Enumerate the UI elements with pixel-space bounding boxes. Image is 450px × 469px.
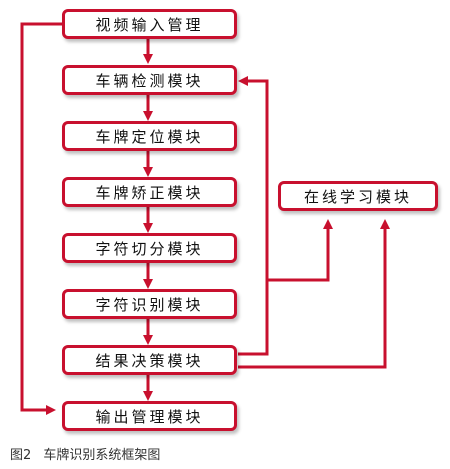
figure-caption: 图2 车牌识别系统框架图 bbox=[10, 444, 168, 463]
figure-number: 图2 bbox=[10, 448, 32, 463]
node-result-decide: 结果决策模块 bbox=[62, 345, 237, 375]
arrow-decide-feedback-to-detect bbox=[238, 76, 269, 356]
arrow-decide-to-online-learn-right bbox=[238, 219, 390, 369]
figure-title: 车牌识别系统框架图 bbox=[43, 448, 161, 463]
node-vehicle-detect: 车辆检测模块 bbox=[62, 65, 237, 95]
node-char-segment: 字符切分模块 bbox=[62, 233, 237, 263]
node-plate-correct: 车牌矫正模块 bbox=[62, 177, 237, 207]
node-video-input: 视频输入管理 bbox=[62, 9, 237, 39]
arrow-to-online-learn-left bbox=[267, 219, 333, 282]
node-plate-locate: 车牌定位模块 bbox=[62, 121, 237, 151]
arrow-input-bypass-to-output bbox=[20, 22, 62, 415]
node-char-recognize: 字符识别模块 bbox=[62, 289, 237, 319]
node-online-learn: 在线学习模块 bbox=[278, 181, 438, 211]
node-output-manage: 输出管理模块 bbox=[62, 401, 237, 431]
